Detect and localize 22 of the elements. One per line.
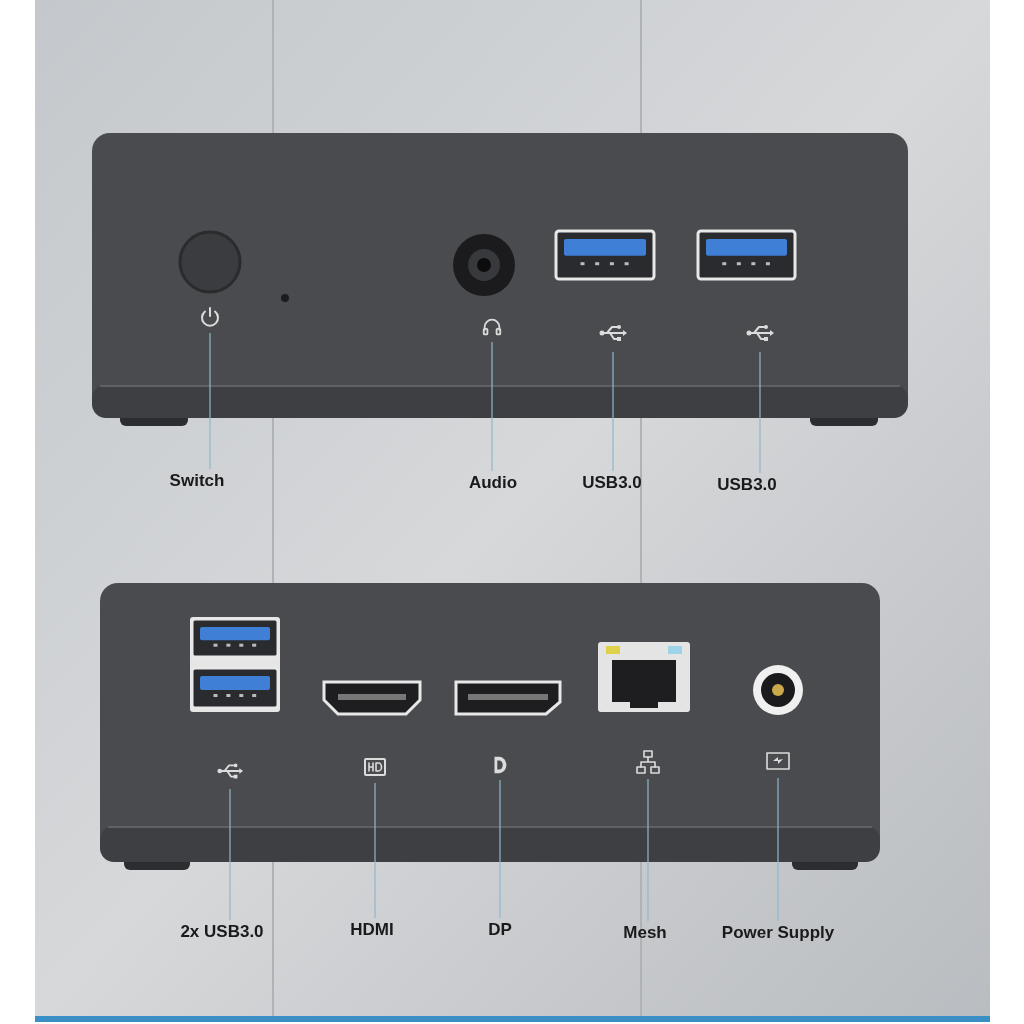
port-label: USB3.0 — [582, 472, 642, 494]
port-label: USB3.0 — [717, 474, 777, 496]
leader-line — [374, 782, 376, 919]
leader-line — [209, 332, 211, 470]
port-label: Power Supply — [721, 922, 835, 944]
port-label: HDMI — [350, 919, 394, 941]
leader-line — [491, 341, 493, 472]
leader-line — [499, 779, 501, 919]
network-icon — [635, 749, 661, 775]
port-label: Mesh — [623, 922, 667, 944]
leader-line — [612, 351, 614, 472]
leader-line — [777, 777, 779, 922]
headphones-icon — [481, 316, 503, 338]
power-icon — [198, 305, 222, 329]
port-label: 2x USB3.0 — [180, 921, 264, 943]
port-label: Switch — [169, 470, 225, 492]
hd-video-icon — [363, 755, 387, 779]
leader-line — [759, 351, 761, 474]
leader-line — [647, 778, 649, 922]
leader-line — [229, 788, 231, 921]
port-label: DP — [488, 919, 512, 941]
port-label: Audio — [468, 472, 518, 494]
